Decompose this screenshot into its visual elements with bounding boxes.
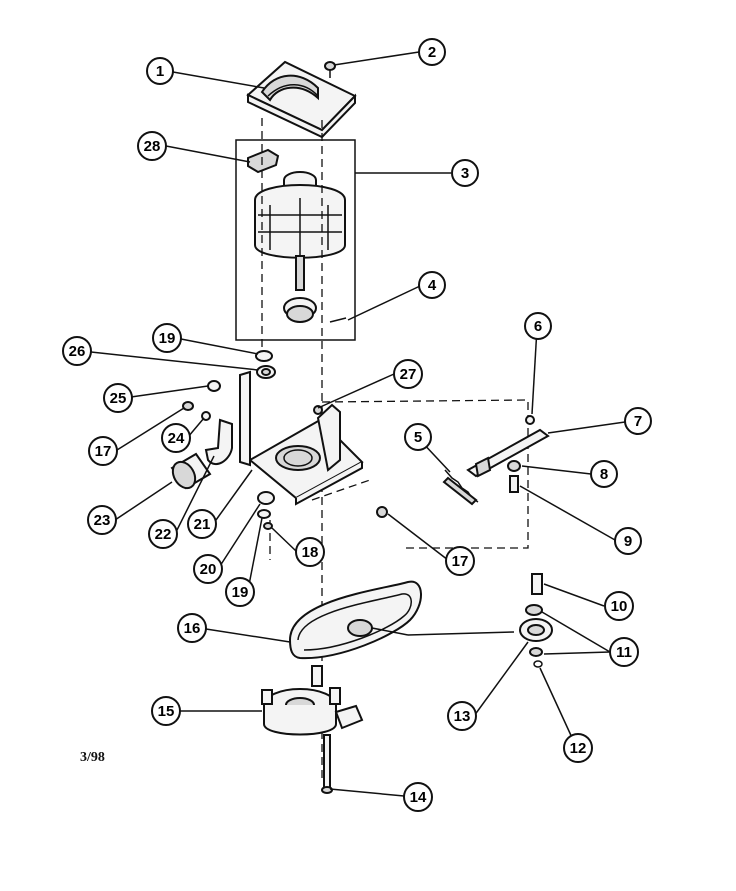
svg-text:24: 24 (168, 430, 185, 447)
callout-16: 16 (177, 613, 207, 643)
pump-part (261, 665, 364, 736)
idler-pulley-part (519, 604, 553, 668)
callout-9: 9 (614, 527, 642, 555)
svg-text:19: 19 (232, 584, 249, 601)
callout-23: 23 (87, 505, 117, 535)
svg-text:23: 23 (94, 512, 111, 529)
callout-1: 1 (146, 57, 174, 85)
capacitor-strap-part (204, 418, 233, 466)
screw-part-2 (324, 61, 336, 78)
motor-pulley-part (283, 297, 347, 323)
callout-25: 25 (103, 383, 133, 413)
svg-text:4: 4 (428, 277, 437, 294)
callout-22: 22 (148, 519, 178, 549)
washer-part-19-bottom (257, 509, 271, 519)
callout-3: 3 (451, 159, 479, 187)
motor-cover-part (246, 60, 357, 139)
motor-clip-part (247, 148, 280, 174)
svg-text:7: 7 (634, 413, 642, 430)
callout-13: 13 (447, 701, 477, 731)
callout-11: 11 (609, 637, 639, 667)
svg-text:27: 27 (400, 366, 417, 383)
callout-2: 2 (418, 38, 446, 66)
callout-7: 7 (624, 407, 652, 435)
callout-10: 10 (604, 591, 634, 621)
callout-12: 12 (563, 733, 593, 763)
hardware-part-17-right (376, 506, 388, 518)
idler-arm-part (466, 415, 550, 493)
svg-text:9: 9 (624, 533, 632, 550)
svg-text:18: 18 (302, 544, 319, 561)
svg-text:20: 20 (200, 561, 217, 578)
svg-text:10: 10 (611, 598, 628, 615)
svg-text:28: 28 (144, 138, 161, 155)
bolt-part (321, 734, 333, 794)
svg-text:3: 3 (461, 165, 469, 182)
washer-part-20 (257, 491, 275, 505)
date-code: 3/98 (80, 750, 105, 765)
motor-bracket-part (239, 370, 364, 506)
spring-part (442, 469, 479, 506)
svg-text:25: 25 (110, 390, 127, 407)
washer-part-26 (256, 365, 276, 379)
callout-26: 26 (62, 336, 92, 366)
callout-5: 5 (404, 423, 432, 451)
svg-text:21: 21 (194, 516, 211, 533)
svg-text:16: 16 (184, 620, 201, 637)
callout-28: 28 (137, 131, 167, 161)
callout-15: 15 (151, 696, 181, 726)
nut-part-18 (263, 522, 273, 530)
hardware-part-25 (207, 380, 221, 392)
callout-14: 14 (403, 782, 433, 812)
motor-assembly-box (235, 139, 356, 341)
svg-text:15: 15 (158, 703, 175, 720)
svg-text:5: 5 (414, 429, 422, 446)
leader-lines (90, 51, 626, 797)
callout-6: 6 (524, 312, 552, 340)
callout-21: 21 (187, 509, 217, 539)
svg-text:22: 22 (155, 526, 172, 543)
callout-27: 27 (393, 359, 423, 389)
callout-17-right: 17 (445, 546, 475, 576)
svg-text:26: 26 (69, 343, 86, 360)
washer-part-19-top (255, 350, 273, 362)
svg-text:14: 14 (410, 789, 427, 806)
svg-text:13: 13 (454, 708, 471, 725)
callout-8: 8 (590, 460, 618, 488)
svg-text:11: 11 (616, 644, 632, 661)
motor-part (254, 171, 346, 291)
callout-4: 4 (418, 271, 446, 299)
svg-text:6: 6 (534, 318, 542, 335)
svg-text:8: 8 (600, 466, 608, 483)
svg-text:19: 19 (159, 330, 176, 347)
svg-text:1: 1 (156, 63, 164, 80)
svg-text:12: 12 (570, 740, 587, 757)
drive-belt-part (288, 580, 422, 660)
svg-text:17: 17 (95, 443, 112, 460)
callout-18: 18 (295, 537, 325, 567)
svg-text:2: 2 (428, 44, 436, 61)
capacitor-part (170, 452, 212, 490)
callout-24: 24 (161, 423, 191, 453)
hardware-part-17-left (182, 401, 194, 411)
callout-19-top: 19 (152, 323, 182, 353)
callout-20: 20 (193, 554, 223, 584)
callout-17-left: 17 (88, 436, 118, 466)
svg-text:17: 17 (452, 553, 469, 570)
idler-shaft-part (531, 573, 543, 595)
callout-19-bottom: 19 (225, 577, 255, 607)
